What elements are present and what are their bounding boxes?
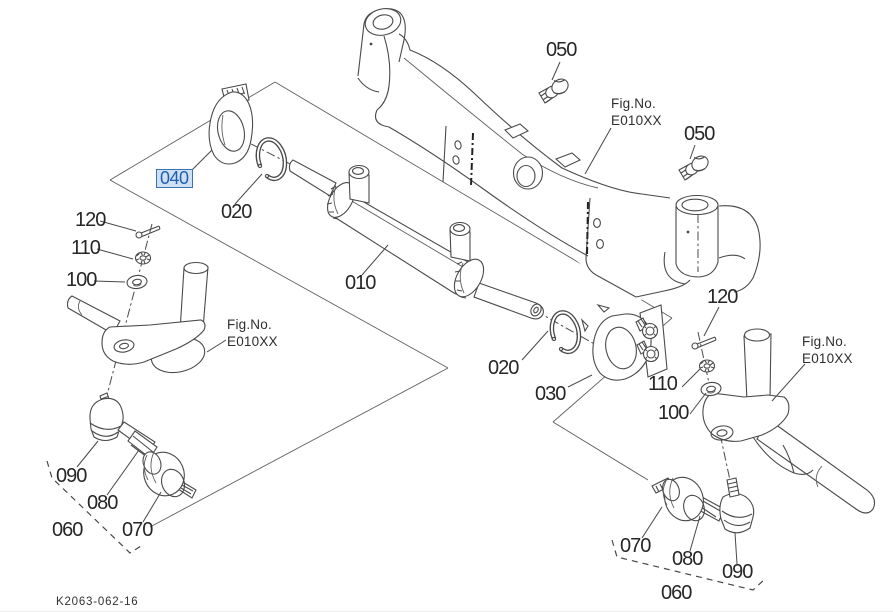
right-knuckle: [702, 328, 876, 514]
left-knuckle: [66, 261, 209, 374]
part-label-070-left[interactable]: 070: [122, 519, 153, 541]
cylinder-eye-joint: [208, 83, 254, 165]
fig-ref-right[interactable]: Fig.No. E010XX: [802, 333, 853, 367]
right-tie-rod: [651, 476, 755, 534]
cylinder-mount-bracket: [580, 303, 668, 381]
part-label-110-right[interactable]: 110: [648, 373, 678, 395]
fig-ref-left[interactable]: Fig.No. E010XX: [227, 316, 278, 350]
group-bracket-right: [611, 539, 767, 591]
part-label-060-left[interactable]: 060: [52, 519, 83, 541]
fig-ref-top-line2: E010XX: [611, 113, 662, 128]
axle-frame: [356, 5, 761, 300]
fig-ref-top[interactable]: Fig.No. E010XX: [611, 95, 662, 129]
part-label-030[interactable]: 030: [535, 383, 566, 405]
part-label-110-left[interactable]: 110: [71, 237, 101, 259]
part-label-010[interactable]: 010: [345, 272, 376, 294]
steering-cylinder: [288, 159, 544, 320]
part-label-040-selected[interactable]: 040: [156, 169, 193, 188]
part-label-050-right[interactable]: 050: [684, 123, 715, 145]
part-label-100-left[interactable]: 100: [66, 269, 97, 291]
part-label-020-left[interactable]: 020: [221, 201, 252, 223]
part-label-060-right[interactable]: 060: [661, 582, 692, 604]
fig-ref-right-line1: Fig.No.: [802, 334, 847, 349]
part-label-090-left[interactable]: 090: [56, 465, 87, 487]
right-kingpin-hardware: [691, 336, 723, 398]
part-label-120-left[interactable]: 120: [75, 209, 106, 231]
snap-ring-left: [255, 137, 288, 182]
part-label-080-right[interactable]: 080: [672, 548, 703, 570]
left-tie-rod: [89, 392, 197, 499]
part-label-100-right[interactable]: 100: [658, 402, 689, 424]
fig-ref-right-line2: E010XX: [802, 351, 853, 366]
group-bracket-left: [46, 460, 142, 554]
fig-ref-left-line1: Fig.No.: [227, 317, 272, 332]
fig-ref-top-line1: Fig.No.: [611, 96, 656, 111]
leader-lines: [76, 61, 806, 565]
fig-ref-left-line2: E010XX: [227, 334, 278, 349]
part-label-050-top[interactable]: 050: [546, 39, 577, 61]
part-label-120-right[interactable]: 120: [707, 286, 738, 308]
drawing-number: K2063-062-16: [56, 596, 139, 608]
part-label-080-left[interactable]: 080: [87, 492, 118, 514]
part-label-090-right[interactable]: 090: [722, 561, 753, 583]
snap-ring-right: [549, 310, 582, 355]
part-label-020-right[interactable]: 020: [488, 357, 519, 379]
part-label-070-right[interactable]: 070: [620, 535, 651, 557]
left-kingpin-hardware: [125, 225, 161, 291]
